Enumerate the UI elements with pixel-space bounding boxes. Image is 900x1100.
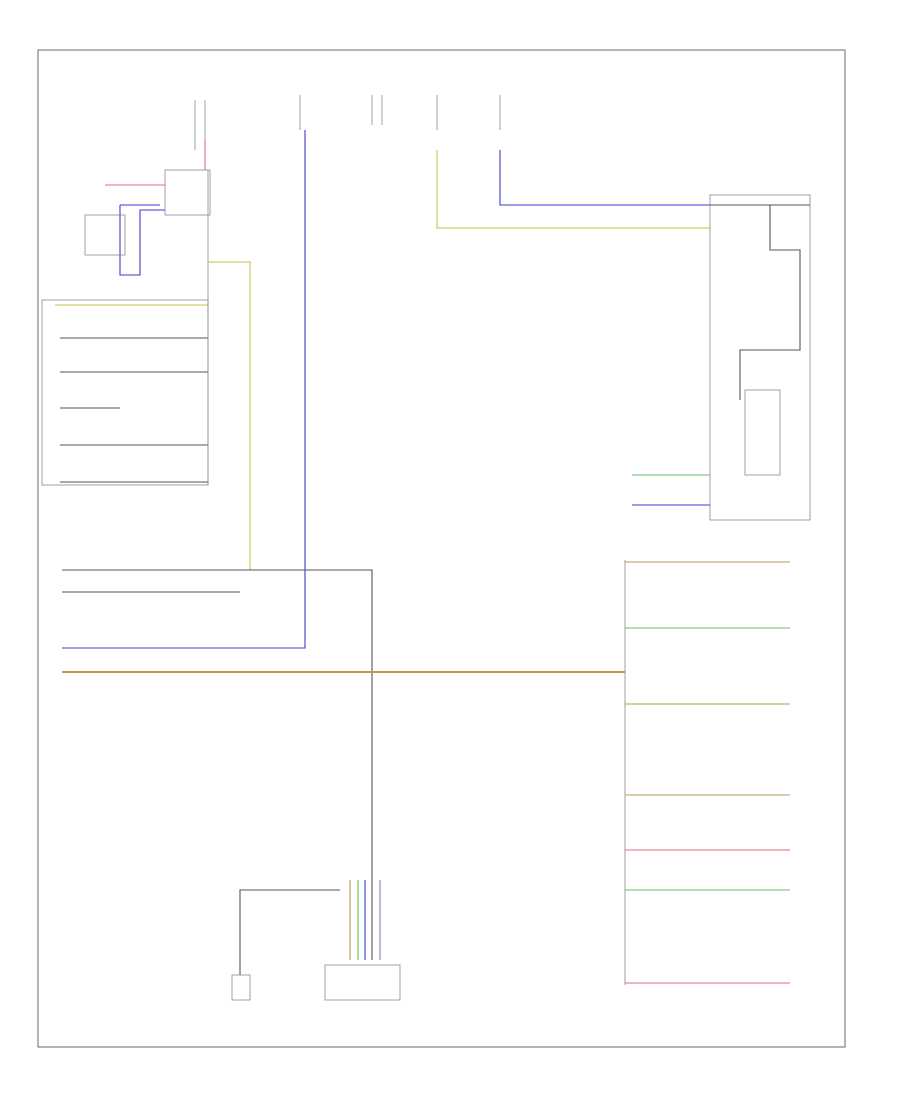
relay-assembly — [84, 140, 211, 276]
seat-switch-block — [41, 170, 209, 486]
wire-black-center — [62, 569, 373, 880]
diagram-frame — [37, 49, 846, 1048]
right-module — [632, 194, 811, 521]
wire-blue-right — [499, 150, 710, 206]
wire-yellow-right — [436, 150, 710, 229]
wire-blue-long — [62, 130, 306, 649]
wire-yellow-left — [62, 261, 251, 571]
fuse-block-3 — [371, 95, 383, 125]
bottom-ground — [231, 889, 340, 1001]
bottom-connector — [324, 880, 401, 1001]
fuse-block-1 — [194, 100, 206, 150]
instrument-cluster — [624, 560, 790, 985]
